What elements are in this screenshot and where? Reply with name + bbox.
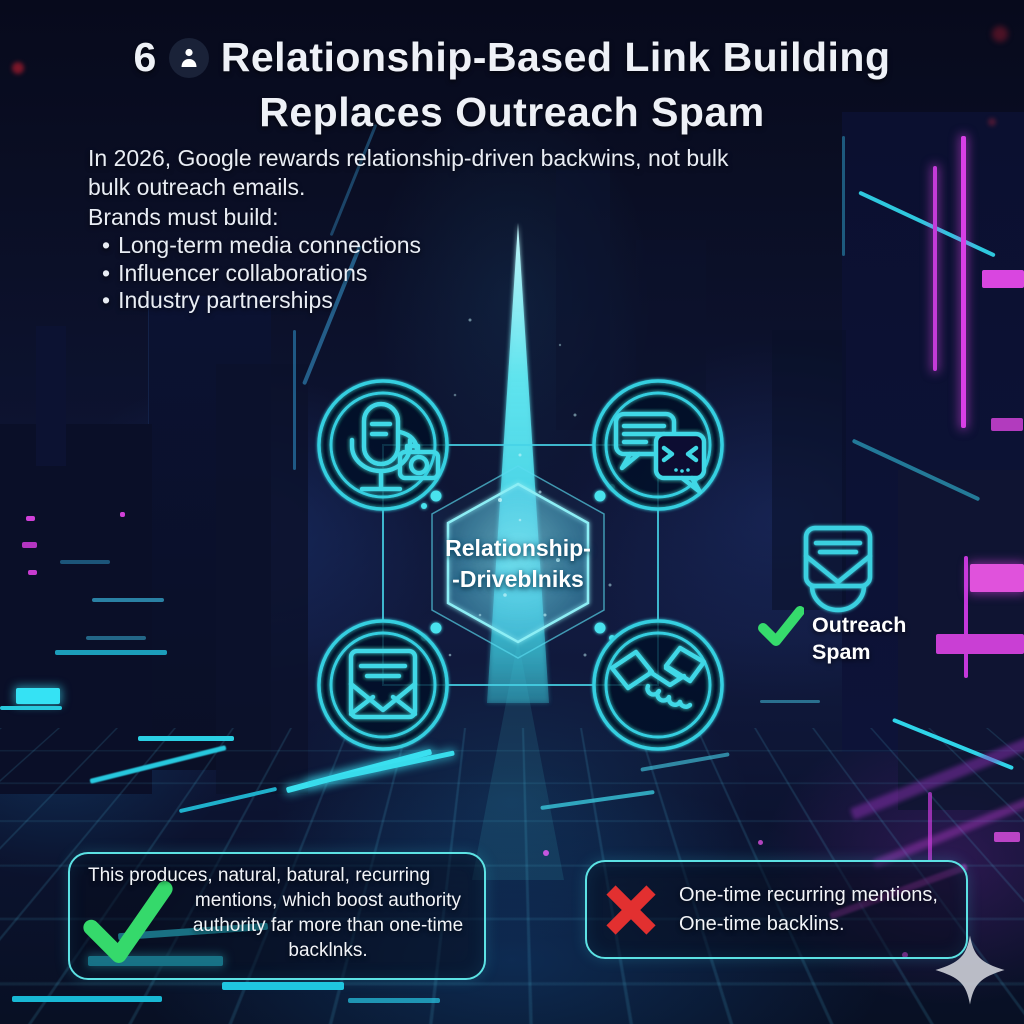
bullet-label: Long-term media connections — [118, 232, 422, 258]
intro-line: In 2026, Google rewards relationship-dri… — [88, 145, 729, 171]
bullet-dot: • — [102, 259, 111, 286]
bullet-item: • Industry partnerships — [88, 287, 729, 315]
x-icon — [606, 884, 656, 935]
bullet-label: Industry partnerships — [118, 287, 333, 313]
building-silhouette — [216, 364, 308, 794]
neon-line-cyan — [760, 700, 820, 703]
neon-block-pink — [970, 564, 1024, 592]
check-icon — [83, 881, 173, 963]
drawback-line: One-time recurring mentions, — [679, 883, 938, 906]
neon-block-pink — [982, 270, 1024, 288]
glow-dot-magenta — [543, 850, 549, 856]
building-silhouette — [772, 330, 846, 610]
neon-line-cyan — [348, 998, 440, 1003]
page-title: 6 Relationship-Based Link Building Replac… — [0, 34, 1024, 136]
neon-block-pink — [936, 634, 1024, 654]
benefit-line: authority far more than one-time — [192, 915, 464, 936]
neon-tick-magenta — [120, 512, 125, 517]
glow-dot-red — [988, 118, 996, 126]
outreach-spam-text: Outreach Spam — [812, 613, 907, 664]
neon-line-cyan — [842, 136, 845, 256]
intro-text: In 2026, Google rewards relationship-dri… — [88, 144, 729, 315]
bullet-dot: • — [102, 287, 111, 313]
neon-block-pink — [991, 418, 1023, 431]
neon-block-pink — [994, 832, 1020, 842]
neon-line-cyan — [60, 560, 110, 564]
person-badge — [168, 37, 209, 78]
neon-tick-magenta — [26, 516, 35, 521]
drawback-text: One-time recurring mentions, One-time ba… — [679, 881, 938, 939]
neon-tick-magenta — [28, 570, 37, 575]
benefit-line: This produces, natural, batural, recurri… — [88, 865, 431, 886]
person-icon — [181, 48, 197, 67]
bullet-item: • Influencer collaborations — [88, 260, 729, 288]
intro-line: Brands must build: — [88, 204, 279, 230]
benefit-line: mentions, which boost authority — [194, 890, 462, 911]
bullet-label: Influencer collaborations — [118, 259, 368, 286]
bullet-dot: • — [102, 232, 111, 258]
drawback-line: One-time backlins. — [679, 912, 845, 935]
neon-line-cyan — [12, 996, 162, 1002]
neon-line-cyan — [92, 598, 164, 602]
neon-line-magenta — [933, 166, 937, 371]
neon-line-cyan — [55, 650, 167, 655]
outreach-spam-label: Outreach Spam — [758, 604, 906, 666]
benefit-text: This produces, natural, batural, recurri… — [70, 854, 484, 963]
drawback-box: One-time recurring mentions, One-time ba… — [585, 860, 968, 959]
hexagon-label-line: -Driveblniks — [452, 566, 584, 592]
benefit-line: backlnks. — [288, 940, 368, 961]
neon-line-cyan — [86, 636, 146, 640]
title-line-1: 6 Relationship-Based Link Building — [133, 34, 890, 81]
neon-tick-magenta — [22, 542, 37, 548]
glow-dot-red — [12, 62, 24, 74]
building-silhouette — [36, 326, 66, 466]
neon-line-magenta — [964, 556, 968, 678]
hexagon-label: Relationship- -Driveblniks — [426, 533, 610, 595]
check-icon — [758, 606, 804, 646]
neon-line-cyan — [0, 706, 62, 710]
glow-dot-red — [992, 26, 1008, 42]
neon-line-magenta — [961, 136, 966, 428]
sparkle-icon — [935, 935, 1005, 1005]
neon-line-cyan — [222, 982, 344, 990]
title-number: 6 — [133, 34, 157, 80]
glow-dot-magenta — [758, 840, 763, 845]
neon-block-cyan — [16, 688, 60, 704]
hexagon-label-line: Relationship- — [445, 535, 591, 561]
title-text-1: Relationship-Based Link Building — [220, 34, 891, 80]
intro-line: bulk outreach emails. — [88, 174, 306, 200]
benefit-box: This produces, natural, batural, recurri… — [68, 852, 486, 980]
title-line-2: Replaces Outreach Spam — [259, 89, 765, 135]
building-silhouette — [0, 424, 152, 794]
neon-line-cyan — [293, 330, 296, 470]
neon-line-magenta — [928, 792, 932, 862]
bullet-item: • Long-term media connections — [88, 232, 729, 260]
neon-line-cyan — [138, 736, 234, 741]
